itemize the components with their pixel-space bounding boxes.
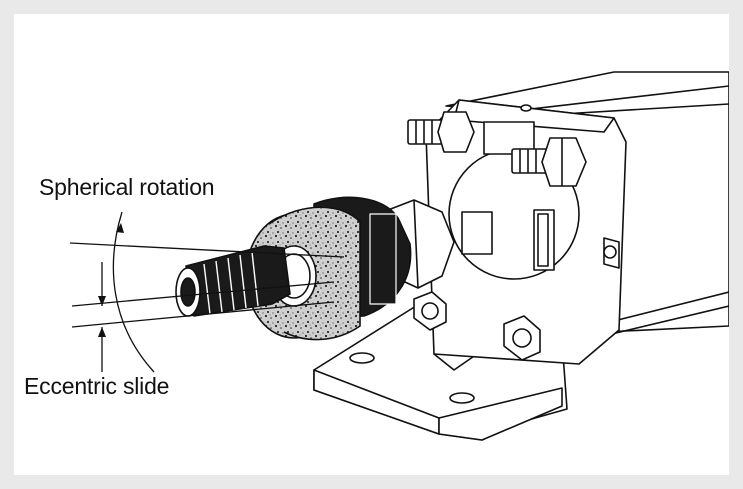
tie-rod-bolt-top-left (407, 111, 475, 153)
cylinder-joint-illustration (69, 71, 729, 441)
spherical-axis-line (69, 242, 345, 258)
threaded-stud (175, 245, 291, 317)
arrowheads (98, 223, 124, 337)
spherical-rotation-label: Spherical rotation (39, 174, 215, 200)
arrow-down-icon (98, 296, 106, 306)
diagram-panel: Spherical rotation Eccentric slide (14, 14, 729, 475)
eccentric-line-upper (71, 281, 335, 307)
rotation-arc (112, 211, 155, 373)
tie-rod-bolt-bottom-right (503, 315, 541, 361)
tie-rod-bolt-top-right (511, 137, 587, 187)
eccentric-line-lower (71, 301, 335, 328)
eccentric-slide-label: Eccentric slide (24, 373, 170, 399)
arrow-up-icon (98, 327, 106, 337)
tie-rod-bolt-bottom-left (413, 291, 447, 331)
arrow-rotation-icon (116, 223, 124, 233)
